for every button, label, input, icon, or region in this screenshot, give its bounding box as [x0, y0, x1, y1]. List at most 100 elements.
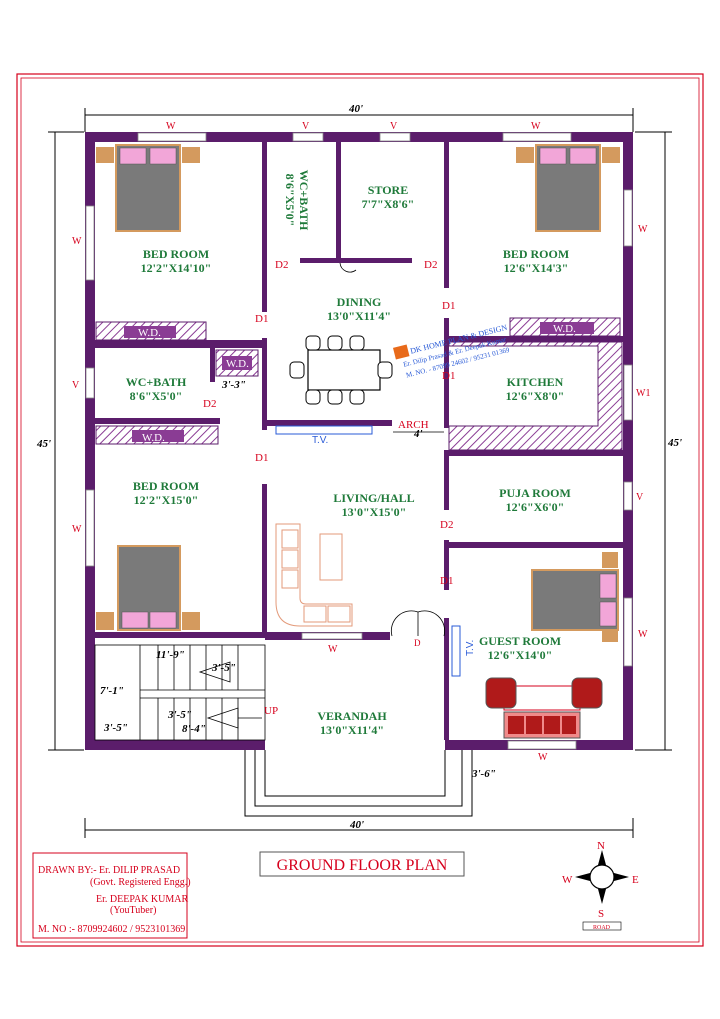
window-label-top-right: W — [531, 121, 541, 132]
left-dimension-label: 45' — [36, 438, 51, 450]
compass-south: S — [598, 908, 604, 920]
living-hall-name: LIVING/HALL — [333, 491, 414, 505]
door-label-wc-top: D2 — [275, 259, 288, 271]
window-label-top-v2: V — [390, 121, 398, 132]
title-box — [259, 851, 465, 877]
verandah-name: VERANDAH — [317, 709, 387, 723]
bedroom-middle-left-size: 12'2"X15'0" — [134, 493, 199, 507]
wardrobe-top-left — [95, 321, 207, 341]
main-door — [390, 610, 446, 637]
dimension-3-3: 3'-3" — [221, 379, 246, 391]
wc-top-size: 8'6"X5'0" — [283, 174, 297, 227]
bedroom-top-right-size: 12'6"X14'3" — [504, 261, 569, 275]
drawing-title: GROUND FLOOR PLAN — [277, 857, 448, 874]
kitchen-counter — [448, 341, 623, 451]
top-dimension — [84, 108, 634, 132]
kitchen-size: 12'6"X8'0" — [506, 389, 565, 403]
bedroom-top-left-name: BED ROOM — [143, 247, 209, 261]
puja-room-size: 12'6"X6'0" — [506, 500, 565, 514]
credits-youtuber: (YouTuber) — [110, 905, 156, 916]
dimension-3-5-upper: 3'-5" — [211, 662, 236, 674]
credits-drawn-by: DRAWN BY:- Er. DILIP PRASAD — [38, 865, 180, 876]
dining-size: 13'0"X11'4" — [327, 309, 391, 323]
interior-walls — [85, 142, 623, 750]
compass-east: E — [632, 874, 639, 886]
bed-top-left — [96, 144, 200, 232]
staircase — [94, 644, 266, 741]
right-dimension — [635, 131, 672, 751]
credits-govt: (Govt. Registered Engg.) — [90, 877, 191, 888]
door-label-bedroom-middle-left: D1 — [255, 452, 268, 464]
store-door-swing — [339, 262, 357, 273]
puja-room-name: PUJA ROOM — [499, 486, 571, 500]
compass-west: W — [562, 874, 573, 886]
tv-unit-guest — [451, 625, 461, 677]
living-hall-size: 13'0"X15'0" — [342, 505, 407, 519]
compass-north: N — [597, 840, 605, 852]
bottom-dimension — [84, 818, 634, 838]
compass-road: ROAD — [593, 925, 611, 931]
wardrobe-top-right-label: W.D. — [553, 323, 576, 335]
wc-top-name: WC+BATH — [297, 170, 311, 231]
dimension-3-5-lower: 3'-5" — [103, 722, 128, 734]
dimension-7-1: 7'-1" — [100, 685, 124, 697]
wardrobe-mid-left — [95, 425, 219, 445]
arch-label: ARCH — [398, 419, 429, 431]
wardrobe-small-label: W.D. — [226, 358, 249, 370]
credits-box — [32, 852, 188, 939]
watermark: DK HOME PLAN & DESIGN Er. Dilip Prasad &… — [393, 323, 511, 379]
bedroom-middle-left-name: BED ROOM — [133, 479, 199, 493]
window-label-guest-right: W — [638, 629, 648, 640]
credits-deepak: Er. DEEPAK KUMAR — [96, 894, 188, 905]
window-label-kitchen: W1 — [636, 388, 650, 399]
door-label-puja: D2 — [440, 519, 453, 531]
window-label-guest-bottom: W — [538, 752, 548, 763]
top-dimension-label: 40' — [348, 103, 363, 115]
window-label-left-upper: W — [72, 236, 82, 247]
bed-guest-room — [531, 552, 619, 642]
door-label-kitchen: D1 — [442, 370, 455, 382]
wardrobe-mid-left-label: W.D. — [142, 432, 165, 444]
dimension-11-9: 11'-9" — [156, 649, 185, 661]
dimension-3-5-middle: 3'-5" — [167, 709, 192, 721]
tv-label-living: T.V. — [312, 435, 328, 446]
wc-left-size: 8'6"X5'0" — [130, 389, 183, 403]
dimension-8-4: 8'-4" — [182, 723, 206, 735]
left-dimension — [48, 131, 84, 751]
right-dimension-label: 45' — [667, 437, 682, 449]
door-label-main: D — [414, 638, 421, 648]
outer-sheet-border — [16, 73, 704, 947]
window-label-right-upper: W — [638, 224, 648, 235]
bedroom-top-right-name: BED ROOM — [503, 247, 569, 261]
window-label-top-left: W — [166, 121, 176, 132]
dining-table — [289, 335, 393, 405]
windows — [85, 132, 633, 750]
guest-room-size: 12'6"X14'0" — [488, 648, 553, 662]
store-name: STORE — [368, 183, 408, 197]
wardrobe-small — [215, 349, 259, 377]
window-label-left-v: V — [72, 380, 80, 391]
bed-middle-left — [96, 545, 200, 631]
tv-unit-living — [275, 425, 373, 435]
living-sofa — [275, 523, 353, 627]
door-label-bedroom-top-right: D1 — [442, 300, 455, 312]
guest-seating — [485, 677, 603, 739]
dining-name: DINING — [337, 295, 382, 309]
inner-sheet-border — [20, 77, 700, 943]
dimension-3-6: 3'-6" — [471, 768, 496, 780]
door-label-guest: D1 — [440, 575, 453, 587]
bedroom-top-left-size: 12'2"X14'10" — [141, 261, 212, 275]
window-label-living: W — [328, 644, 338, 655]
verandah-steps — [244, 750, 473, 817]
bottom-dimension-label: 40' — [349, 819, 364, 831]
guest-room-name: GUEST ROOM — [479, 634, 561, 648]
window-label-puja: V — [636, 492, 644, 503]
window-label-left-lower: W — [72, 524, 82, 535]
dimension-4: 4' — [413, 428, 423, 440]
wc-left-name: WC+BATH — [126, 375, 187, 389]
window-label-top-v1: V — [302, 121, 310, 132]
verandah-size: 13'0"X11'4" — [320, 723, 384, 737]
kitchen-name: KITCHEN — [507, 375, 564, 389]
store-size: 7'7"X8'6" — [362, 197, 415, 211]
